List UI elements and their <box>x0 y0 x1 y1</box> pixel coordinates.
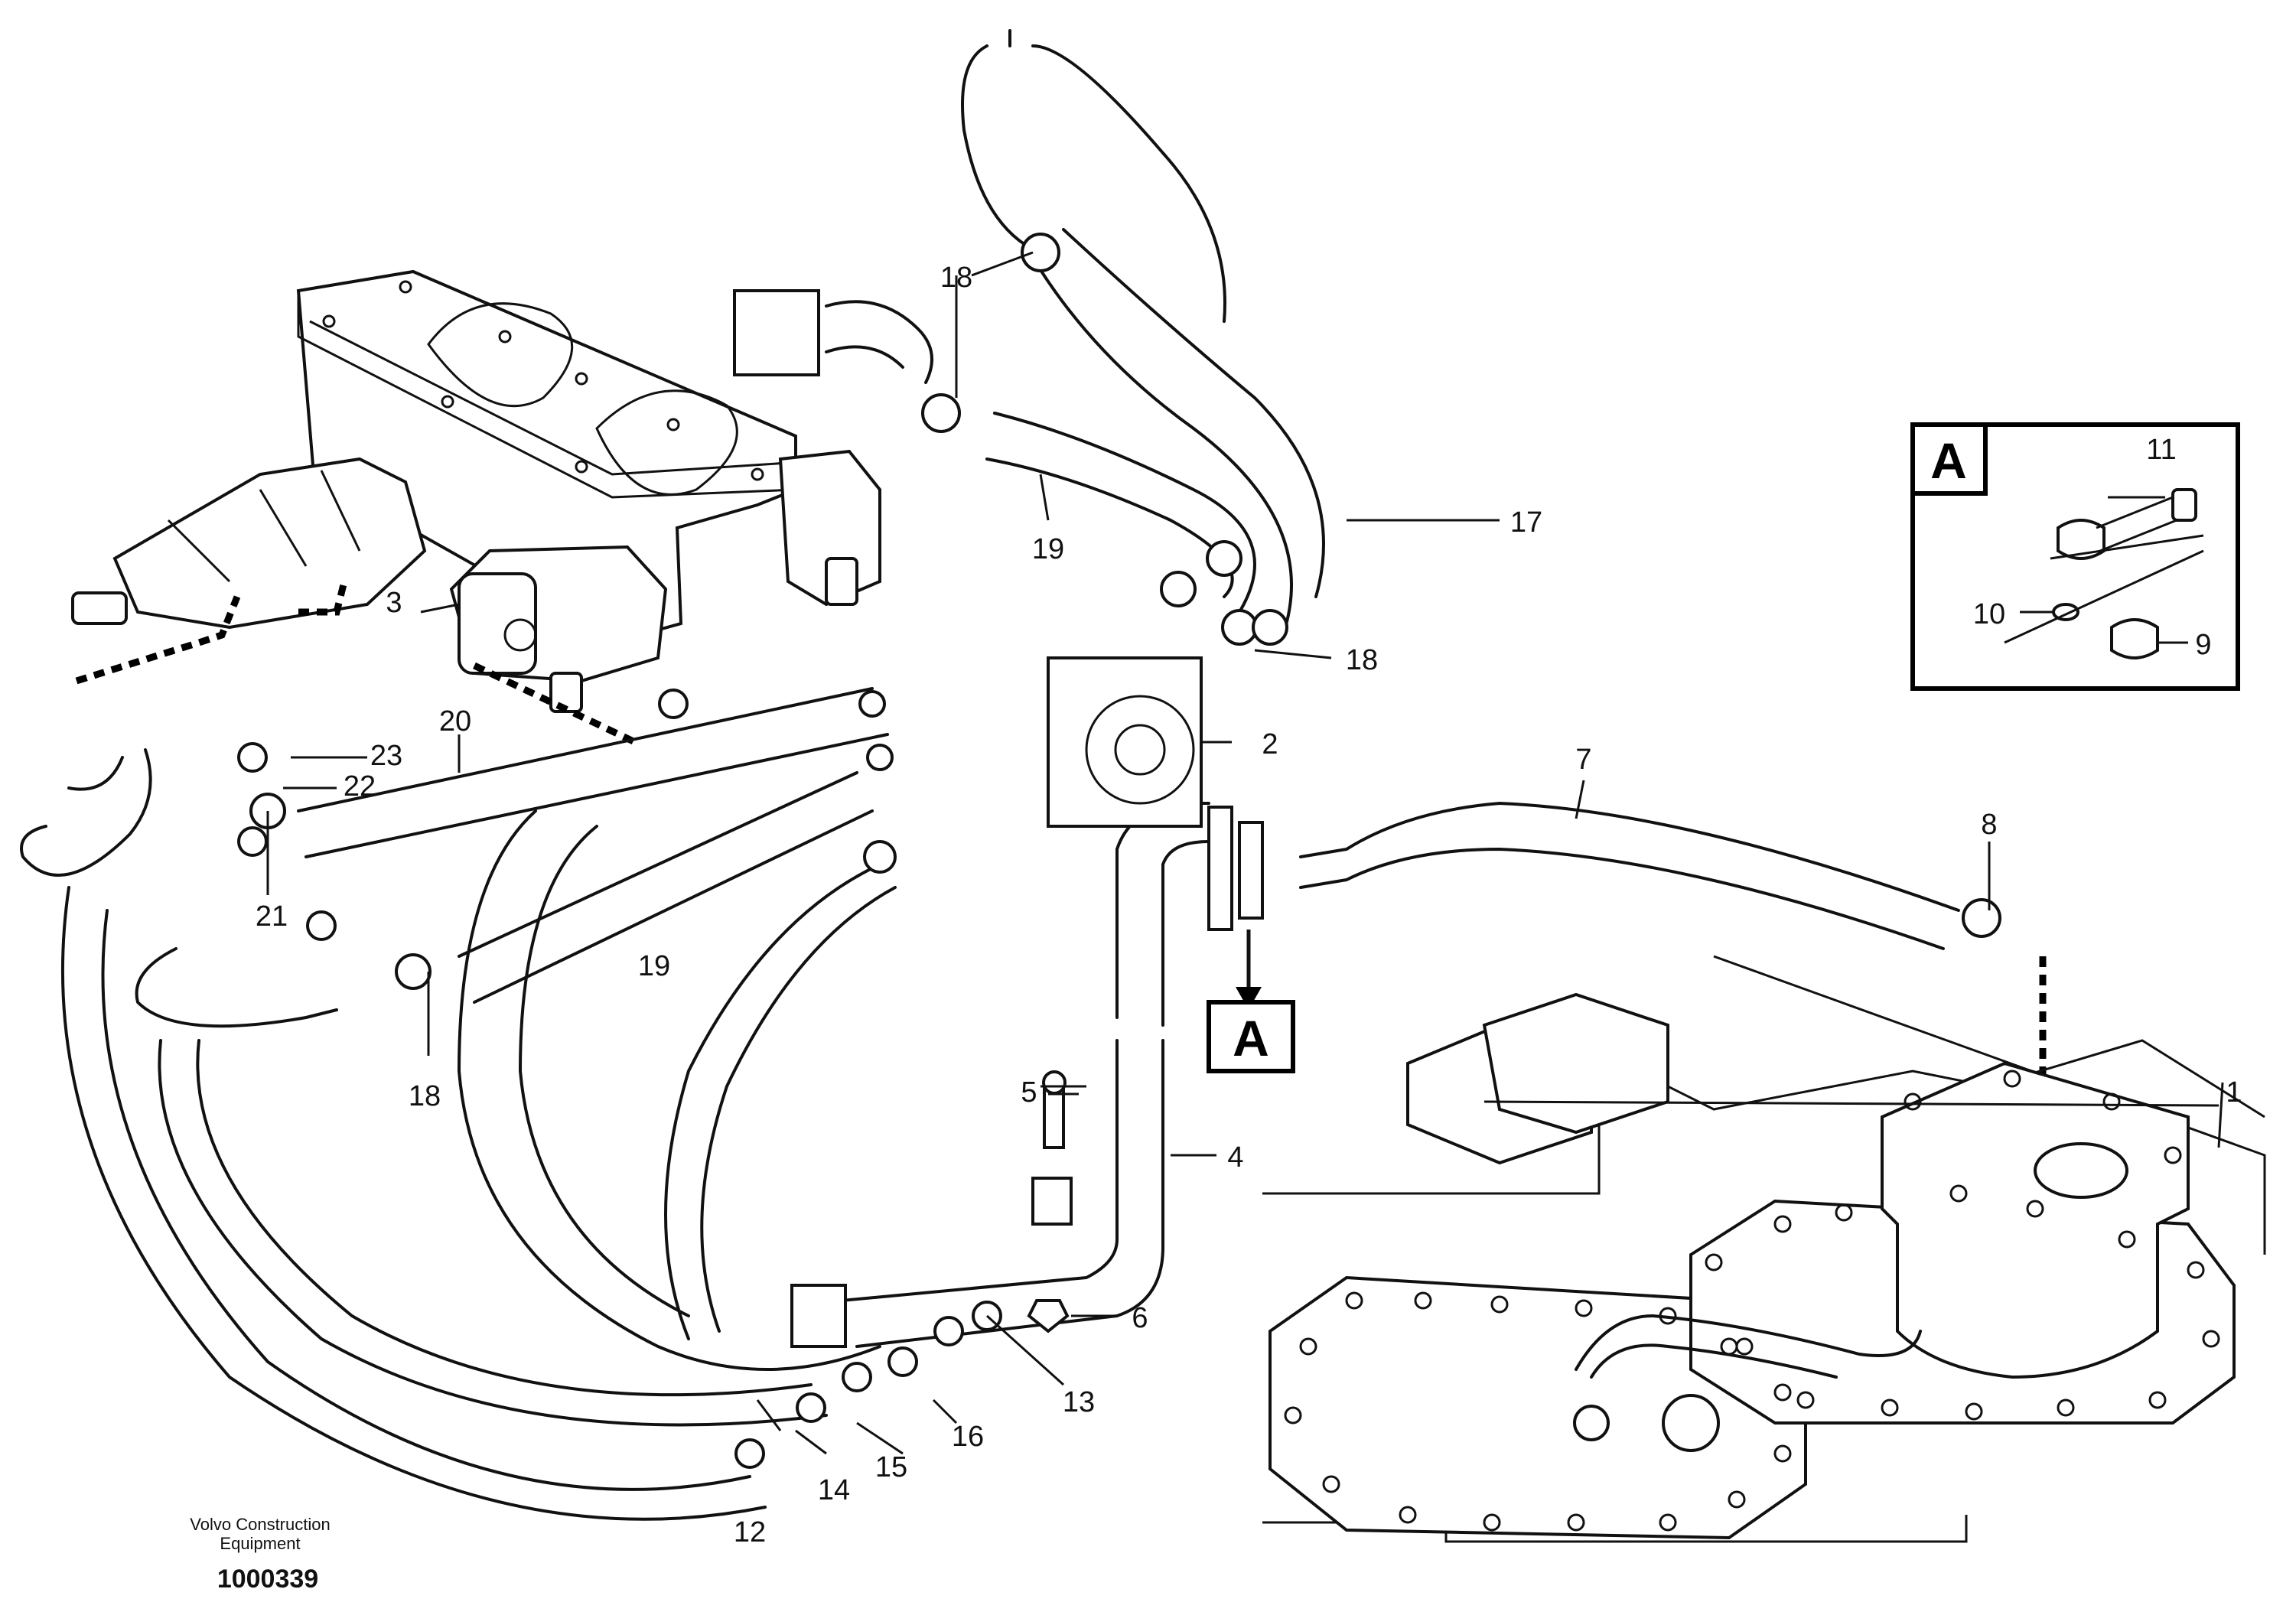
company-line-1: Volvo Construction <box>190 1515 330 1534</box>
view-marker-a: A <box>1207 930 1295 1073</box>
callout-18-right: 18 <box>1346 644 1378 676</box>
callout-14: 14 <box>818 1474 850 1506</box>
callout-3: 3 <box>386 587 402 619</box>
company-line-2: Equipment <box>220 1534 300 1553</box>
dashed-guides <box>75 580 2047 1102</box>
callout-23: 23 <box>370 740 402 772</box>
callout-19-upper: 19 <box>1032 533 1064 565</box>
callout-labels: 1 2 3 4 5 6 7 8 12 13 14 15 16 17 18 18 … <box>256 262 2242 1548</box>
callout-18-top: 18 <box>940 262 972 294</box>
callout-11: 11 <box>2146 434 2176 466</box>
callout-19-lower: 19 <box>638 950 670 982</box>
callout-22: 22 <box>344 770 376 803</box>
callout-10: 10 <box>1973 598 2005 630</box>
callout-20: 20 <box>439 705 471 737</box>
clamps-and-fittings <box>237 233 2001 1469</box>
hydraulic-tank <box>1262 955 2266 1543</box>
callout-12: 12 <box>734 1516 766 1548</box>
callout-4: 4 <box>1227 1141 1243 1174</box>
callout-2: 2 <box>1262 728 1278 760</box>
callout-15: 15 <box>875 1451 907 1483</box>
callout-7: 7 <box>1575 744 1591 776</box>
detail-a-inset: A 11 10 9 <box>1910 422 2240 691</box>
callout-21-upper: 21 <box>256 900 288 933</box>
hose-lines <box>20 29 1960 1521</box>
callout-18-bottom: 18 <box>409 1080 441 1112</box>
callout-1: 1 <box>2226 1076 2242 1109</box>
leader-lines <box>266 251 2224 1455</box>
callout-6: 6 <box>1132 1302 1148 1334</box>
pump-assembly <box>71 269 881 713</box>
drawing-number: 1000339 <box>217 1565 318 1594</box>
callout-5: 5 <box>1021 1076 1037 1109</box>
callout-13: 13 <box>1063 1386 1095 1418</box>
callout-17: 17 <box>1510 506 1542 539</box>
detail-letter: A <box>1930 432 1967 489</box>
callout-16: 16 <box>952 1421 984 1453</box>
callout-9: 9 <box>2195 629 2211 661</box>
view-marker-letter: A <box>1233 1010 1269 1066</box>
footer: Volvo Construction Equipment 1000339 <box>190 1515 330 1594</box>
callout-8: 8 <box>1981 809 1997 841</box>
